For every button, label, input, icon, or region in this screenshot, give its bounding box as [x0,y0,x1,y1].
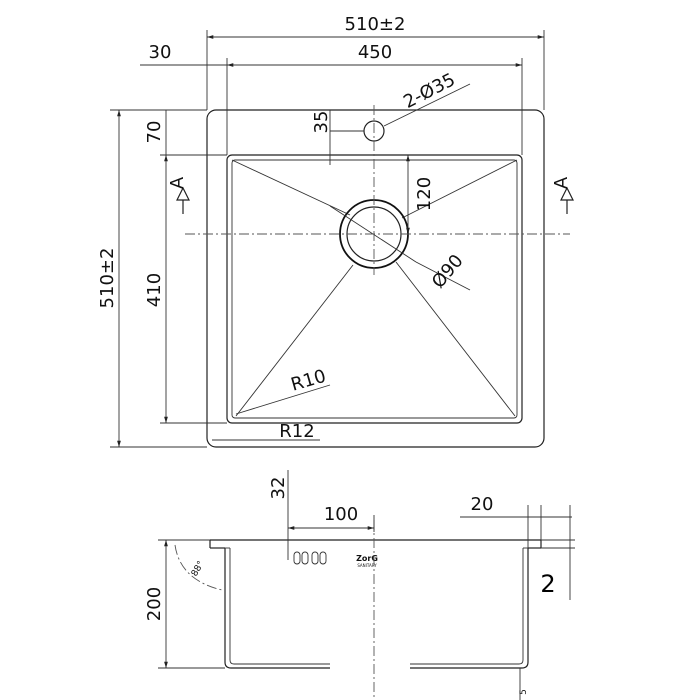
brand-logo: ZorG [356,554,378,563]
drain-leader [415,261,471,291]
dim-bowl-height: 410 [144,273,165,307]
overflow-slot [301,551,309,565]
dim-rim-step: 20 [471,494,494,515]
overflow-slot [293,551,301,565]
sink-outer-outline [206,109,545,448]
dim-rim-offset: 30 [149,42,172,63]
dim-bowl-width: 450 [358,42,392,63]
bowl-wall-right-inner [410,548,524,665]
bowl-outline [226,154,523,424]
dim-angle: 88° [190,560,207,579]
dim-rim-top: 70 [144,121,165,144]
dim-outer-radius: R12 [279,421,314,442]
overflow-slot [319,551,327,565]
bowl-wall-left-inner [229,548,330,665]
dim-overall-height: 510±2 [97,248,118,309]
dim-thickness-note: 2 [540,570,555,598]
bowl-inner-outline [231,159,518,419]
bowl-wall-left [224,548,330,669]
overflow-slot [311,551,319,565]
dim-overall-width: 510±2 [345,14,406,35]
radius-inner-leader [235,384,331,415]
dim-holes: 2-Ø35 [400,69,459,113]
dim-hole-offset: 35 [311,111,332,134]
top-view: 510±2 450 30 35 2-Ø35 70 120 Ø90 510±2 4… [97,14,574,448]
section-label-left: A [167,176,188,189]
slope-line-tr [401,159,518,219]
section-label-right: A [551,176,572,189]
dim-flange-thickness: 32 [268,477,289,500]
angle-arc [174,544,223,591]
dim-depth: 200 [144,587,165,621]
bowl-wall-right [410,548,529,669]
dim-center-offset: 100 [324,504,358,525]
slope-line-tl [231,159,351,216]
brand-logo-sub: SANITARY [357,563,377,568]
side-view: ZorG SANITARY 32 100 20 200 88° 2 5 [144,470,575,700]
dim-drain-offset: 120 [414,177,435,211]
dim-inner-radius: R10 [289,366,329,396]
slope-line-br [395,261,516,417]
slope-line-bl [235,264,354,417]
hole-leader [383,83,471,127]
bottom-marker-label: 5 [519,689,529,695]
